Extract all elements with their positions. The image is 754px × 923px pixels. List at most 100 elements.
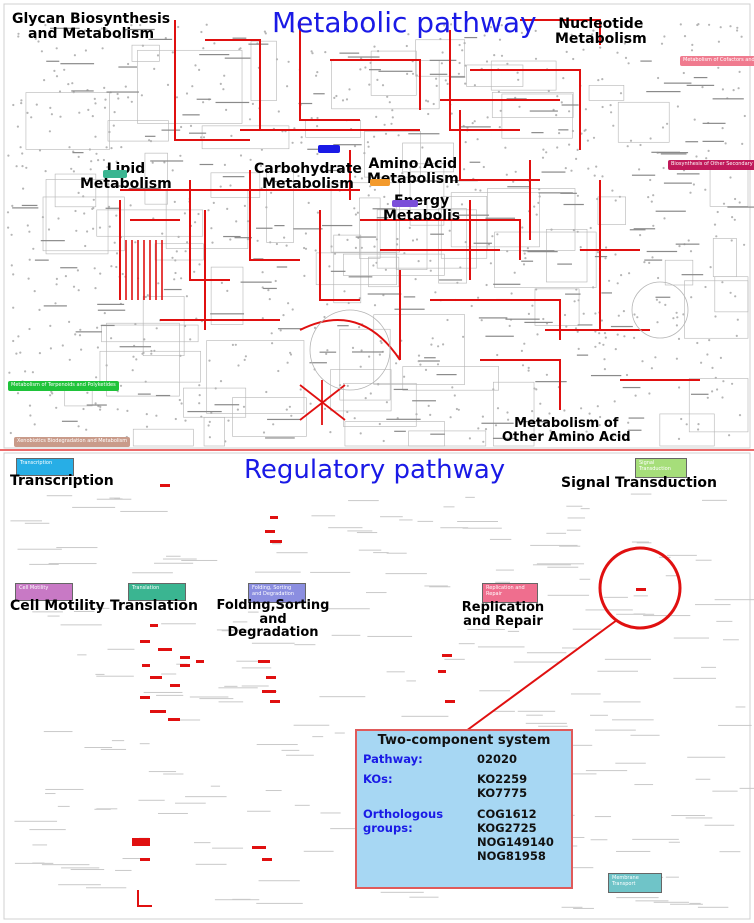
compound-node — [330, 245, 333, 248]
compound-node — [198, 263, 201, 266]
compound-node — [692, 183, 696, 186]
gene-entry-line — [310, 571, 351, 573]
pathway-link — [588, 85, 625, 101]
gene-entry-line — [48, 563, 97, 565]
compound-node — [291, 308, 294, 311]
pathway-name-mark — [40, 240, 65, 242]
compound-node — [506, 62, 509, 65]
compound-node — [626, 145, 629, 148]
compound-node — [734, 295, 737, 298]
highlighted-pathway — [205, 39, 261, 130]
pathway-link — [373, 314, 465, 385]
pathway-name-mark — [313, 93, 325, 95]
compound-node — [235, 220, 238, 223]
gene-entry-line — [444, 658, 465, 660]
compound-node — [261, 271, 264, 274]
pathway-name-mark — [378, 70, 413, 72]
compound-node — [171, 169, 174, 172]
category-carbohydrate-line1: Carbohydrate — [254, 161, 362, 177]
compound-node — [570, 33, 573, 36]
compound-node — [155, 414, 158, 417]
pathway-name-mark — [163, 288, 182, 291]
compound-node — [504, 146, 507, 149]
compound-node — [594, 312, 597, 315]
compound-node — [8, 371, 11, 374]
pathway-name-mark — [640, 60, 652, 62]
highlighted-gene — [180, 664, 190, 667]
gene-entry-line — [409, 896, 439, 898]
compound-node — [99, 272, 102, 275]
pathway-name-mark — [240, 281, 272, 283]
compound-node — [83, 212, 86, 215]
compound-node — [633, 336, 636, 339]
compound-node — [335, 94, 338, 98]
compound-node — [231, 343, 234, 346]
category-glycan: Glycan Biosynthesis and Metabolism — [12, 12, 170, 41]
compound-node — [173, 200, 176, 203]
compound-node — [74, 209, 77, 213]
gene-entry-line — [111, 740, 125, 742]
gene-entry-line — [594, 816, 612, 818]
compound-node — [429, 269, 432, 272]
compound-node — [25, 166, 28, 169]
compound-node — [134, 241, 137, 244]
compound-node — [372, 264, 375, 267]
compound-node — [98, 29, 101, 32]
compound-node — [650, 200, 653, 203]
gene-entry-line — [722, 639, 739, 641]
compound-node — [743, 243, 746, 246]
highlighted-pathway — [360, 219, 521, 260]
pathway-name-mark — [458, 214, 490, 216]
gene-entry-line — [107, 648, 135, 650]
gene-entry-line — [247, 611, 259, 613]
category-glycan-line1: Glycan Biosynthesis — [12, 11, 171, 27]
compound-node — [736, 318, 739, 321]
compound-node — [675, 311, 678, 314]
compound-node — [378, 353, 381, 356]
gene-entry-line — [61, 867, 100, 869]
gene-entry-line — [294, 804, 310, 806]
compound-node — [96, 326, 99, 329]
compound-node — [593, 174, 596, 177]
gene-entry-line — [530, 544, 578, 546]
compound-node — [679, 23, 682, 26]
compound-node — [150, 349, 153, 353]
gene-entry-line — [653, 901, 689, 903]
pathway-name-mark — [386, 418, 421, 420]
compound-node — [304, 247, 308, 250]
compound-node — [485, 60, 489, 63]
gene-entry-line — [109, 497, 121, 499]
compound-node — [499, 109, 502, 112]
gene-entry-line — [594, 729, 636, 731]
compound-node — [615, 434, 618, 437]
compound-node — [157, 282, 160, 285]
pathway-name-mark — [681, 274, 704, 276]
compound-node — [537, 201, 540, 204]
compound-node — [210, 411, 213, 414]
compound-node — [678, 245, 681, 248]
compound-node — [359, 432, 362, 435]
compound-node — [248, 118, 252, 121]
gene-entry-line — [84, 746, 113, 748]
pathway-name-mark — [594, 255, 608, 258]
pathway-name-mark — [505, 318, 540, 320]
gene-entry-line — [148, 771, 177, 773]
pathway-name-mark — [493, 283, 521, 285]
compound-node — [641, 360, 644, 363]
compound-node — [17, 32, 20, 35]
gene-entry-line — [194, 842, 211, 844]
compound-node — [391, 178, 394, 181]
compound-node — [141, 44, 144, 47]
compound-node — [310, 117, 313, 120]
highlighted-gene — [445, 700, 455, 703]
gene-entry-line — [467, 628, 505, 630]
pathway-name-mark — [256, 227, 273, 229]
compound-node — [115, 252, 119, 255]
pathway-name-mark — [144, 135, 156, 137]
highlighted-gene-bracket — [137, 890, 152, 907]
pathway-name-mark — [646, 90, 681, 93]
compound-node — [6, 211, 10, 214]
compound-node — [38, 308, 41, 311]
box-transcription: Transcription — [16, 458, 74, 476]
gene-entry-line — [195, 863, 227, 865]
